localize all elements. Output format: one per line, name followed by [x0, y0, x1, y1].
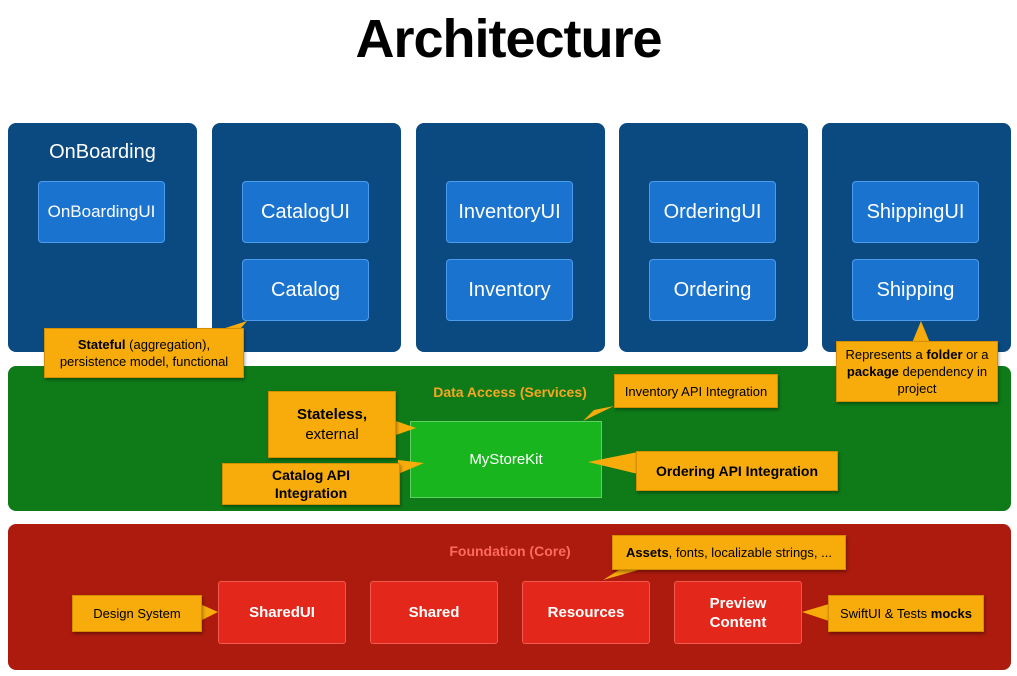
feature-shipping: ShippingUI Shipping: [822, 123, 1011, 352]
note-stateful-bold: Stateful: [77, 337, 126, 352]
note-assets-text: , fonts, localizable strings, ...: [668, 545, 832, 560]
note-stateless: Stateless, external: [268, 391, 396, 458]
feature-title-onboarding: OnBoarding: [49, 141, 156, 163]
page-title: Architecture: [355, 9, 662, 69]
note-package-text-a: Represents a: [845, 347, 927, 362]
module-onboardingui: OnBoardingUI: [38, 181, 165, 243]
note-design-system: Design System: [72, 595, 202, 632]
tail-ordering-api: [588, 452, 638, 474]
tail-stateless: [393, 420, 416, 436]
tail-design-system: [200, 604, 218, 621]
module-catalogui: CatalogUI: [242, 181, 369, 243]
foundation-label: Foundation (Core): [449, 543, 571, 559]
note-ordering-api: Ordering API Integration: [636, 451, 838, 491]
module-inventory: Inventory: [446, 259, 573, 321]
note-stateless-bold: Stateless,: [296, 405, 368, 423]
tail-inventory-api: [583, 406, 614, 421]
feature-ordering: OrderingUI Ordering: [619, 123, 808, 352]
feature-onboarding: OnBoarding OnBoardingUI: [8, 123, 197, 352]
note-package-text-c: dependency in project: [897, 364, 988, 396]
tail-package: [912, 321, 930, 343]
module-catalog: Catalog: [242, 259, 369, 321]
module-shippingui: ShippingUI: [852, 181, 979, 243]
tail-catalog-api: [398, 460, 424, 474]
note-swiftui-bold: mocks: [930, 606, 972, 621]
note-assets: Assets, fonts, localizable strings, ...: [612, 535, 846, 570]
note-package-package: package: [846, 364, 899, 379]
core-sharedui: SharedUI: [218, 581, 346, 644]
note-package: Represents a folder or a package depende…: [836, 341, 998, 402]
note-stateless-text: external: [305, 425, 359, 443]
note-assets-bold: Assets: [626, 545, 669, 560]
note-stateful-text: (aggregation), persistence model, functi…: [59, 337, 229, 369]
data-access-label: Data Access (Services): [433, 384, 587, 400]
note-package-text-b: or a: [962, 347, 989, 362]
note-stateful: Stateful (aggregation), persistence mode…: [44, 328, 244, 378]
module-inventoryui: InventoryUI: [446, 181, 573, 243]
core-resources: Resources: [522, 581, 650, 644]
tail-swiftui: [802, 604, 829, 621]
module-orderingui: OrderingUI: [649, 181, 776, 243]
module-shipping: Shipping: [852, 259, 979, 321]
feature-catalog: CatalogUI Catalog: [212, 123, 401, 352]
note-package-folder: folder: [926, 347, 963, 362]
module-ordering: Ordering: [649, 259, 776, 321]
note-catalog-api: Catalog API Integration: [222, 463, 400, 505]
tail-assets: [603, 568, 638, 580]
core-preview-content: Preview Content: [674, 581, 802, 644]
core-shared: Shared: [370, 581, 498, 644]
mystorekit-module: MyStoreKit: [410, 421, 602, 498]
note-inventory-api: Inventory API Integration: [614, 374, 778, 408]
note-swiftui-text: SwiftUI & Tests: [840, 606, 931, 621]
note-swiftui-mocks: SwiftUI & Tests mocks: [828, 595, 984, 632]
feature-inventory: InventoryUI Inventory: [416, 123, 605, 352]
